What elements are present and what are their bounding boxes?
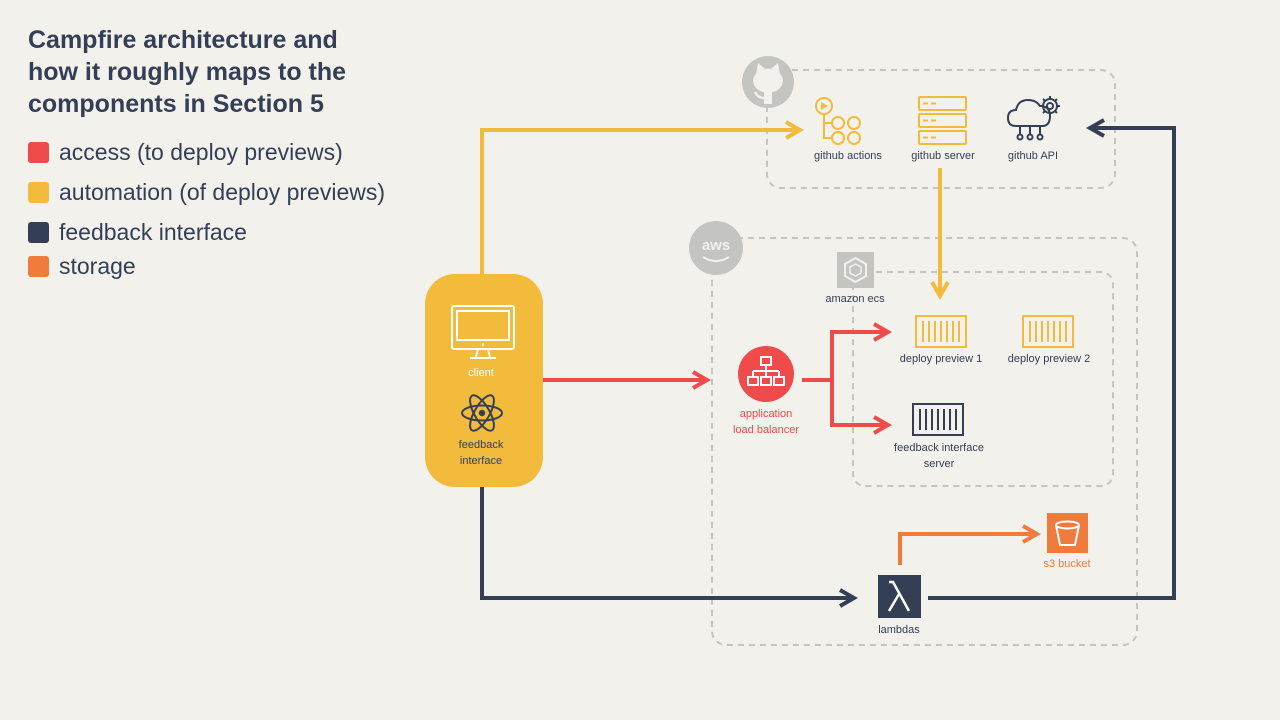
lambda-icon bbox=[878, 575, 921, 618]
page-title: Campfire architecture and how it roughly… bbox=[28, 24, 428, 120]
client-to-github-actions-arrow bbox=[480, 120, 805, 275]
react-atom-nucleus-icon bbox=[478, 409, 486, 417]
alb-label-line-2: load balancer bbox=[733, 424, 799, 436]
container-icon bbox=[1022, 315, 1074, 348]
monitor-icon bbox=[451, 305, 515, 359]
feedback-server-label-line-1: feedback interface bbox=[894, 442, 984, 454]
monitor-dot-icon bbox=[481, 343, 485, 346]
client-label: client bbox=[468, 367, 494, 379]
legend-label-access: access (to deploy previews) bbox=[59, 138, 343, 165]
legend: access (to deploy previews) automation (… bbox=[28, 138, 385, 294]
legend-item-storage: storage bbox=[28, 252, 385, 279]
s3-bucket-icon bbox=[1047, 513, 1088, 553]
legend-item-feedback: feedback interface bbox=[28, 218, 385, 245]
feedback-server-label-line-2: server bbox=[924, 458, 955, 470]
aws-logo-icon: aws bbox=[689, 221, 743, 275]
title-line-1: Campfire architecture and bbox=[28, 26, 338, 54]
aws-badge-text: aws bbox=[702, 237, 730, 254]
feedback-interface-label-line-1: feedback bbox=[459, 439, 504, 451]
github-actions-label: github actions bbox=[814, 150, 882, 162]
lambdas-label: lambdas bbox=[878, 624, 920, 636]
lambdas-to-github-api-arrow bbox=[928, 118, 1176, 600]
deploy-preview-1-label: deploy preview 1 bbox=[900, 353, 983, 365]
client-to-lambdas-arrow bbox=[480, 487, 859, 608]
s3-bucket-label: s3 bucket bbox=[1043, 558, 1090, 570]
legend-label-automation: automation (of deploy previews) bbox=[59, 178, 385, 205]
server-rack-icon bbox=[918, 96, 967, 145]
feedback-interface-label-line-2: interface bbox=[460, 455, 502, 467]
legend-swatch-storage bbox=[28, 255, 49, 277]
legend-item-access: access (to deploy previews) bbox=[28, 138, 385, 165]
alb-to-feedback-server-arrow bbox=[830, 380, 893, 435]
aws-group-box bbox=[711, 237, 1138, 646]
ecs-icon bbox=[837, 252, 874, 288]
legend-label-storage: storage bbox=[59, 252, 136, 279]
amazon-ecs-label: amazon ecs bbox=[825, 293, 885, 305]
legend-swatch-access bbox=[28, 141, 49, 163]
load-balancer-icon bbox=[738, 346, 794, 402]
github-actions-icon bbox=[815, 97, 861, 145]
legend-label-feedback: feedback interface bbox=[59, 218, 247, 245]
legend-item-automation: automation (of deploy previews) bbox=[28, 178, 385, 205]
react-atom-icon bbox=[461, 394, 503, 432]
alb-label-line-1: application bbox=[740, 408, 793, 420]
title-line-3: components in Section 5 bbox=[28, 90, 324, 118]
container-icon bbox=[915, 315, 967, 348]
github-logo-icon bbox=[742, 56, 794, 108]
container-icon bbox=[912, 403, 964, 436]
deploy-preview-2-label: deploy preview 2 bbox=[1008, 353, 1091, 365]
cloud-gear-icon bbox=[1006, 96, 1060, 141]
github-server-label: github server bbox=[911, 150, 975, 162]
github-api-label: github API bbox=[1008, 150, 1058, 162]
legend-swatch-feedback bbox=[28, 221, 49, 243]
legend-swatch-automation bbox=[28, 181, 49, 203]
lambdas-to-s3-arrow bbox=[898, 524, 1042, 565]
alb-to-deploy-preview-arrow bbox=[802, 322, 893, 382]
title-line-2: how it roughly maps to the bbox=[28, 58, 347, 86]
